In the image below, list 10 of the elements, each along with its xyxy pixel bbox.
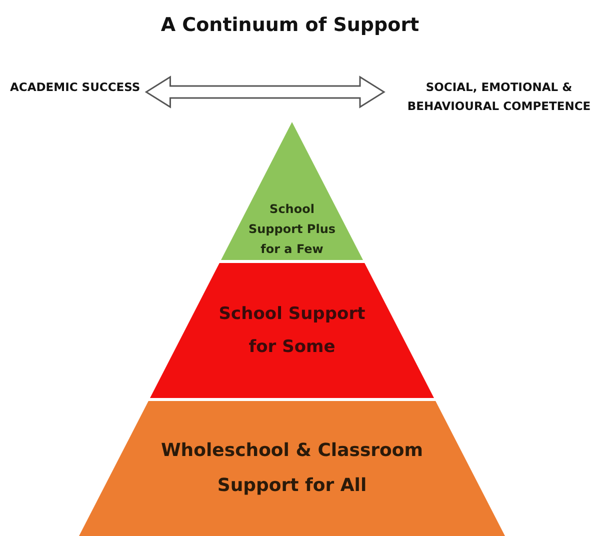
heading-text: SOCIAL, EMOTIONAL & BEHAVIOURAL COMPETENCE (390, 78, 608, 116)
pyramid-tier (221, 122, 363, 260)
heading-text: ACADEMIC SUCCESS (10, 78, 140, 97)
title: A Continuum of Support (160, 14, 420, 36)
tier-label: School Support Plus for a Few (247, 201, 337, 258)
double-arrow (144, 76, 386, 108)
pyramid-tier (79, 401, 505, 536)
tier-label: Wholeschool & Classroom Support for All (160, 439, 424, 498)
tier-label: School Support for Some (218, 303, 366, 358)
pyramid-tier (150, 263, 434, 398)
